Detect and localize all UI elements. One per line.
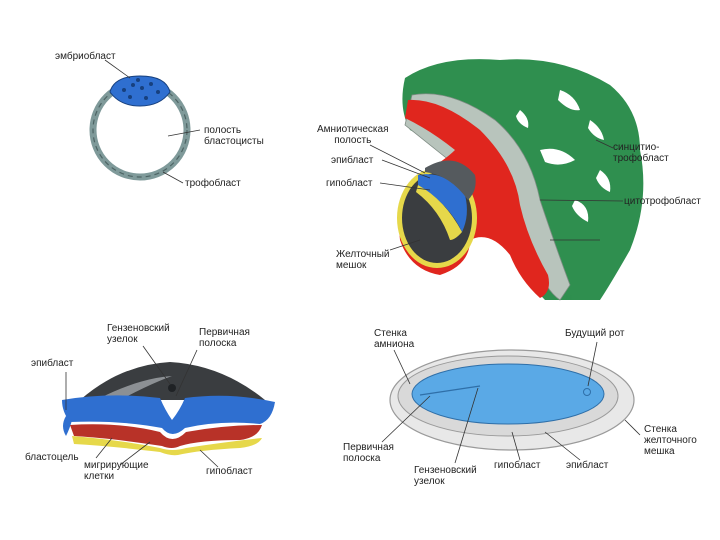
lacunae xyxy=(516,90,611,222)
epiblast-disc xyxy=(411,363,605,425)
label-embryoblast: эмбриобласт xyxy=(55,51,116,62)
amniotic-cavity xyxy=(425,160,476,200)
epiblast-edge xyxy=(63,416,72,436)
label-amnion-wall: Стенка амниона xyxy=(374,328,415,350)
figure-mark: M. xyxy=(566,295,574,302)
gastrulation-figure xyxy=(62,345,275,468)
dome-highlight xyxy=(100,376,172,400)
label-yolk-sac-wall: Стенка желточного мешка xyxy=(644,424,697,457)
label-trophoblast: трофобласт xyxy=(185,178,241,189)
hensen-left-pointer xyxy=(142,345,171,385)
label-yolk-sac: Желточный мешок xyxy=(336,249,390,271)
trophoblast-cell-borders xyxy=(92,82,188,178)
future-mouth-mark xyxy=(583,388,591,396)
epiblast-top-pointer xyxy=(381,159,431,179)
bilaminar-disc-epiblast xyxy=(418,174,467,232)
hypoblast-left-pointer xyxy=(199,449,219,468)
migrating-pointer xyxy=(119,441,151,466)
hensen-node-mark xyxy=(168,384,176,392)
label-blastocyst-cavity: полость бластоцисты xyxy=(204,125,264,147)
label-hypoblast-left: гипобласт xyxy=(206,466,253,477)
hensen-right-pointer xyxy=(454,387,479,464)
streak-left-pointer xyxy=(175,349,198,397)
blastocyst-figure xyxy=(89,59,201,184)
bilaminar-disc-hypoblast xyxy=(416,185,462,240)
amnion-wall-pointer xyxy=(393,349,411,385)
label-epiblast-top: эпибласт xyxy=(331,155,374,166)
label-migrating-cells: мигрирующие клетки xyxy=(84,460,149,482)
embryoblast-pointer xyxy=(104,59,131,79)
label-future-mouth: Будущий рот xyxy=(565,328,625,339)
label-cytotrophoblast: цитотрофобласт xyxy=(624,196,701,207)
hypoblast-layer xyxy=(72,436,262,456)
epiblast-layer xyxy=(62,395,275,434)
mesoderm-cells xyxy=(70,424,262,448)
label-hensen-node-left: Гензеновский узелок xyxy=(107,323,170,345)
blastocoel-pointer xyxy=(95,437,113,459)
primitive-streak-line xyxy=(419,385,481,396)
cavity-pointer xyxy=(167,129,201,137)
label-primitive-streak-left: Первичная полоска xyxy=(199,327,250,349)
label-epiblast-right: эпибласт xyxy=(566,460,609,471)
label-hensen-node-right: Гензеновский узелок xyxy=(414,465,477,487)
amnion-pointer xyxy=(369,144,426,174)
syncytio-pointer xyxy=(595,139,614,149)
yolk-pointer xyxy=(389,239,421,251)
label-epiblast-left: эпибласт xyxy=(31,358,74,369)
future-mouth-pointer xyxy=(587,341,598,387)
embryoblast-mass xyxy=(109,75,171,107)
germ-disc-figure xyxy=(381,341,641,464)
embryoblast-nuclei xyxy=(122,78,160,100)
yolk-wall-pointer xyxy=(624,419,641,436)
epiblast-right-pointer xyxy=(544,431,581,461)
label-amniotic-cavity: Амниотическая полость xyxy=(317,124,389,146)
hypoblast-right-pointer xyxy=(511,431,521,461)
label-syncytiotrophoblast: синцитио- трофобласт xyxy=(613,142,669,164)
cyto-pointer xyxy=(539,199,624,202)
label-hypoblast-top: гипобласт xyxy=(326,178,373,189)
implantation-figure: M. xyxy=(369,59,644,302)
trophoblast-pointer xyxy=(162,171,184,184)
label-blastocoel: бластоцель xyxy=(25,452,79,463)
label-primitive-streak-right: Первичная полоска xyxy=(343,442,394,464)
label-hypoblast-right: гипобласт xyxy=(494,460,541,471)
streak-right-pointer xyxy=(381,395,431,443)
hypoblast-top-pointer xyxy=(379,182,431,191)
